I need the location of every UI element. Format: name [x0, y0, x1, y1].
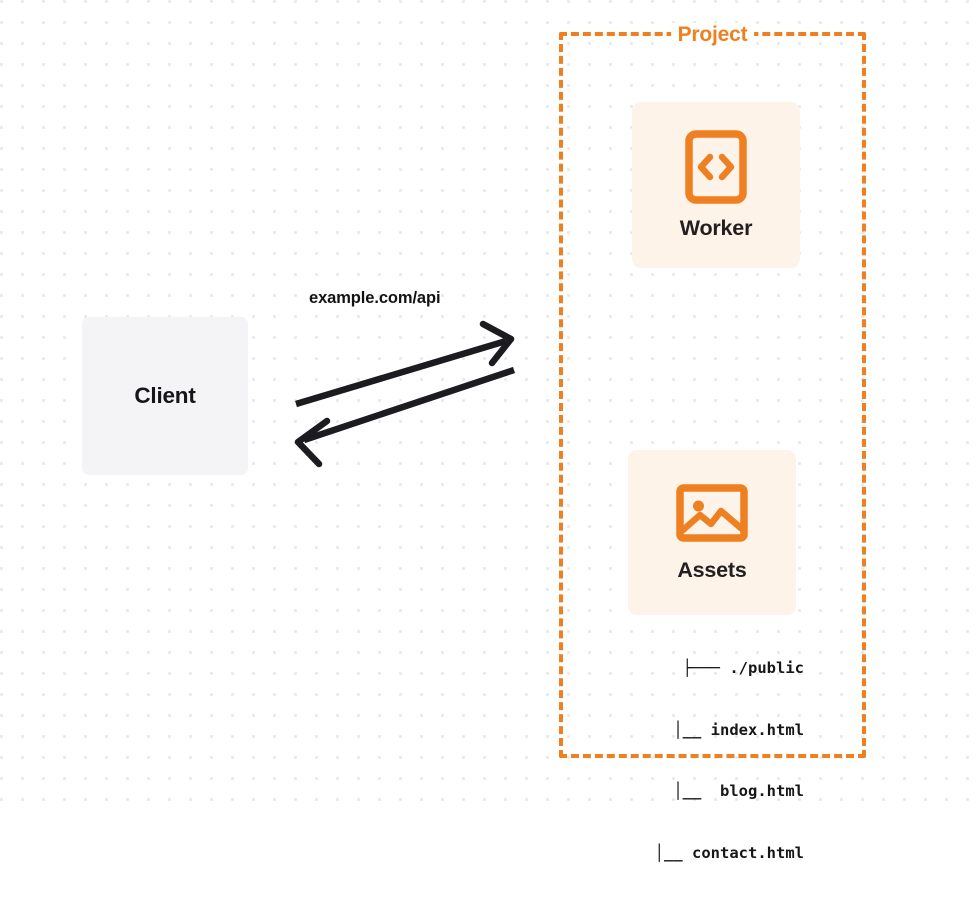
- response-arrow-icon: [294, 366, 516, 468]
- client-label: Client: [134, 383, 196, 408]
- project-container: Project: [559, 23, 866, 758]
- image-icon: [676, 482, 748, 544]
- client-node[interactable]: Client: [82, 317, 248, 475]
- project-title: Project: [670, 23, 755, 47]
- connection-arrows: [294, 320, 516, 468]
- request-arrow-icon: [295, 320, 515, 408]
- worker-label: Worker: [679, 215, 753, 240]
- file-tree-row: │__ blog.html: [636, 782, 804, 800]
- file-tree-row: ├─── ./public: [682, 659, 804, 677]
- assets-node[interactable]: Assets: [628, 450, 796, 615]
- assets-label: Assets: [677, 558, 747, 582]
- assets-file-tree: ├─── ./public │__ index.html │__ blog.ht…: [604, 617, 804, 904]
- diagram-canvas: Client example.com/api Project Worker: [0, 0, 980, 862]
- file-tree-row: │__ contact.html: [617, 843, 804, 862]
- file-tree-row: │__ index.html: [636, 720, 804, 739]
- connection-label: example.com/api: [309, 289, 441, 307]
- worker-node[interactable]: Worker: [632, 102, 800, 268]
- code-brackets-icon: [685, 129, 747, 204]
